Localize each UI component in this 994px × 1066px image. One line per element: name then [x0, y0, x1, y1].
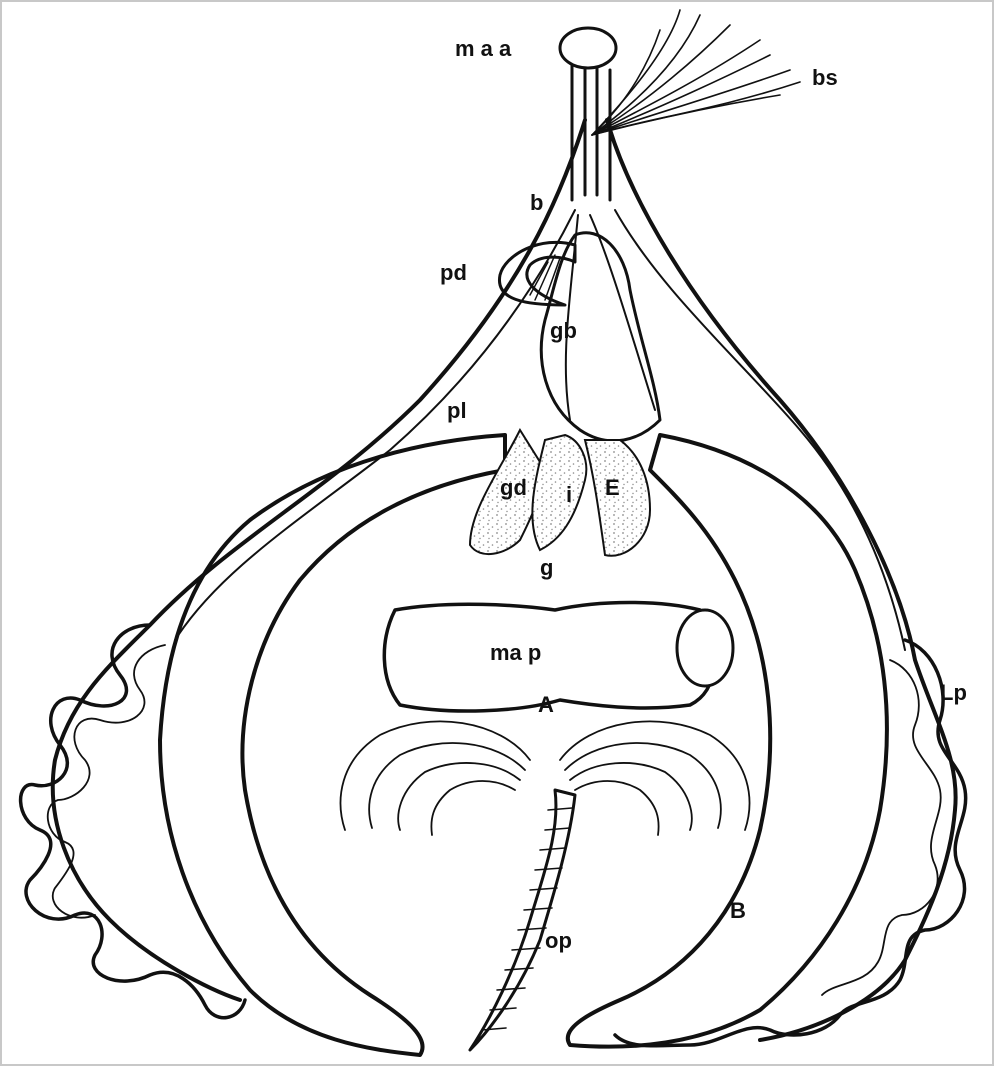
maa-muscle [560, 28, 616, 68]
label-A: A [538, 692, 554, 717]
label-E: E [605, 475, 620, 500]
label-map: ma p [490, 640, 541, 665]
label-pl: pl [447, 398, 467, 423]
wavy-margin-left [21, 625, 245, 1018]
brachial-arm-left [160, 435, 505, 1055]
label-bs: bs [812, 65, 838, 90]
label-gb: gb [550, 318, 577, 343]
label-b: b [530, 190, 543, 215]
wavy-margin-left-inner [48, 645, 165, 918]
label-op: op [545, 928, 572, 953]
label-maa: m a a [455, 36, 512, 61]
label-gd: gd [500, 475, 527, 500]
wavy-margin-right-inner [822, 660, 941, 995]
label-i: i [566, 482, 572, 507]
label-B: B [730, 898, 746, 923]
wavy-margin-right [615, 640, 966, 1046]
gland-i [532, 435, 586, 550]
lophophore-coils [341, 721, 750, 835]
label-Lp: Lp [940, 680, 967, 705]
label-pd: pd [440, 260, 467, 285]
bristles-bs [592, 10, 800, 135]
organ-op-rings [482, 808, 572, 1030]
label-g: g [540, 555, 553, 580]
muscle-node [677, 610, 733, 686]
mantle-outline [53, 120, 956, 1040]
